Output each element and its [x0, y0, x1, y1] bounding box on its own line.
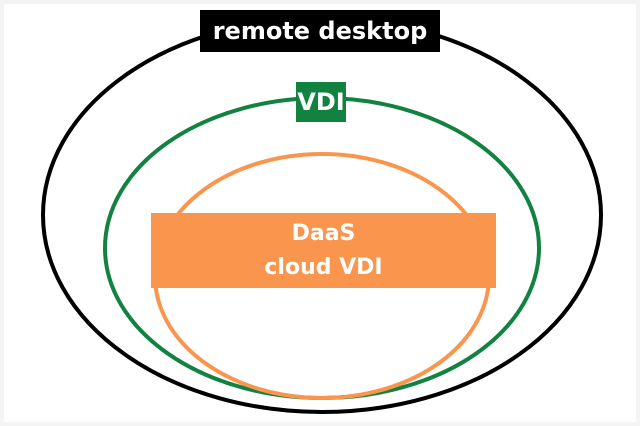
remote-desktop-label-box: remote desktop	[200, 10, 440, 52]
vdi-label: VDI	[297, 88, 345, 116]
remote-desktop-label: remote desktop	[212, 17, 428, 45]
cloud-vdi-label: cloud VDI	[264, 254, 383, 280]
daas-label-box: DaaS cloud VDI	[151, 213, 496, 288]
vdi-label-box: VDI	[296, 82, 346, 122]
daas-label: DaaS	[291, 220, 356, 246]
